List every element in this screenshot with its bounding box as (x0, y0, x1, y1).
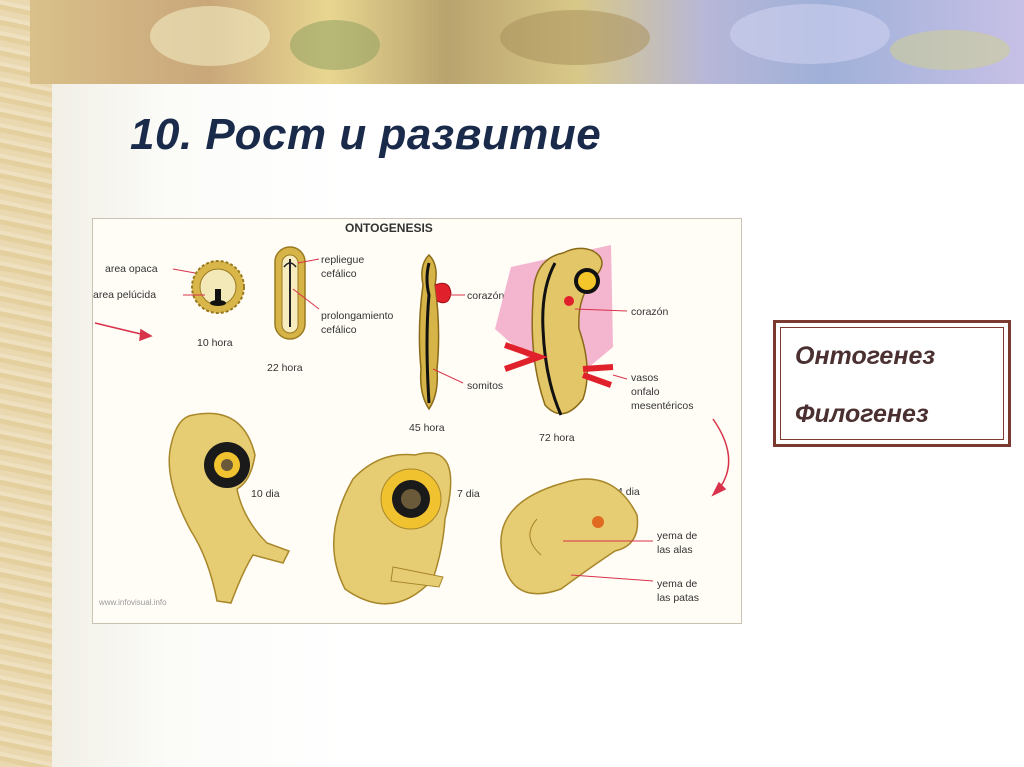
label-repliegue: cefálico (321, 268, 357, 280)
top-floral-banner (30, 0, 1024, 84)
slide-title: 10. Рост и развитие (130, 110, 602, 159)
label-vasos: onfalo (631, 386, 660, 398)
label-yema-patas: yema de (657, 578, 697, 590)
figure-credit: www.infovisual.info (98, 598, 167, 607)
term-phylogenesis: Филогенез (795, 400, 929, 428)
left-decorative-strip (0, 0, 52, 767)
stage-label-45h: 45 hora (409, 422, 445, 434)
leader-line (172, 268, 196, 274)
stage-label-7d: 7 dia (457, 488, 480, 500)
label-somitos: somitos (467, 380, 503, 392)
leader-line (612, 374, 628, 380)
label-vasos: vasos (631, 372, 658, 384)
stage-label-22h: 22 hora (267, 362, 303, 374)
embryo-10d (168, 412, 291, 604)
label-area-opaca: area opaca (105, 263, 158, 275)
leader-line (292, 288, 320, 310)
ontogenesis-figure: ONTOGENESIS area opaca area pelúcida 10 … (92, 218, 742, 624)
leader-line (297, 258, 320, 264)
label-corazon-72h: corazón (631, 306, 669, 318)
label-vasos: mesentéricos (631, 400, 693, 412)
leader-line (432, 368, 464, 384)
leader-line (574, 308, 628, 312)
label-yema-alas: las alas (657, 544, 693, 556)
label-prolongamiento: cefálico (321, 324, 357, 336)
terms-box: Онтогенез Филогенез (773, 320, 1011, 447)
stage-label-10h: 10 hora (197, 337, 233, 349)
term-ontogenesis: Онтогенез (795, 342, 936, 370)
banner-blob (500, 10, 650, 65)
label-prolongamiento: prolongamiento (321, 310, 394, 322)
banner-blob (290, 20, 380, 70)
label-repliegue: repliegue (321, 254, 364, 266)
terms-inner-frame: Онтогенез Филогенез (780, 327, 1004, 440)
embryo-22h (274, 246, 306, 340)
embryo-7d (333, 452, 452, 605)
banner-blob (150, 6, 270, 66)
stage-label-72h: 72 hora (539, 432, 575, 444)
label-yema-alas: yema de (657, 530, 697, 542)
stage-label-10d: 10 dia (251, 488, 280, 500)
figure-heading: ONTOGENESIS (345, 221, 433, 235)
red-arrow (94, 322, 153, 342)
banner-blob (890, 30, 1010, 70)
label-corazon-45h: corazón (467, 290, 505, 302)
embryo-72h (495, 245, 614, 416)
label-yema-patas: las patas (657, 592, 699, 604)
embryo-45h (418, 253, 452, 411)
leader-line (570, 574, 654, 582)
label-area-pelucida: area pelúcida (93, 289, 156, 301)
banner-blob (730, 4, 890, 64)
blastoderm-disc-10h (191, 260, 245, 314)
red-arrow (711, 418, 730, 497)
embryo-4d (500, 478, 639, 595)
